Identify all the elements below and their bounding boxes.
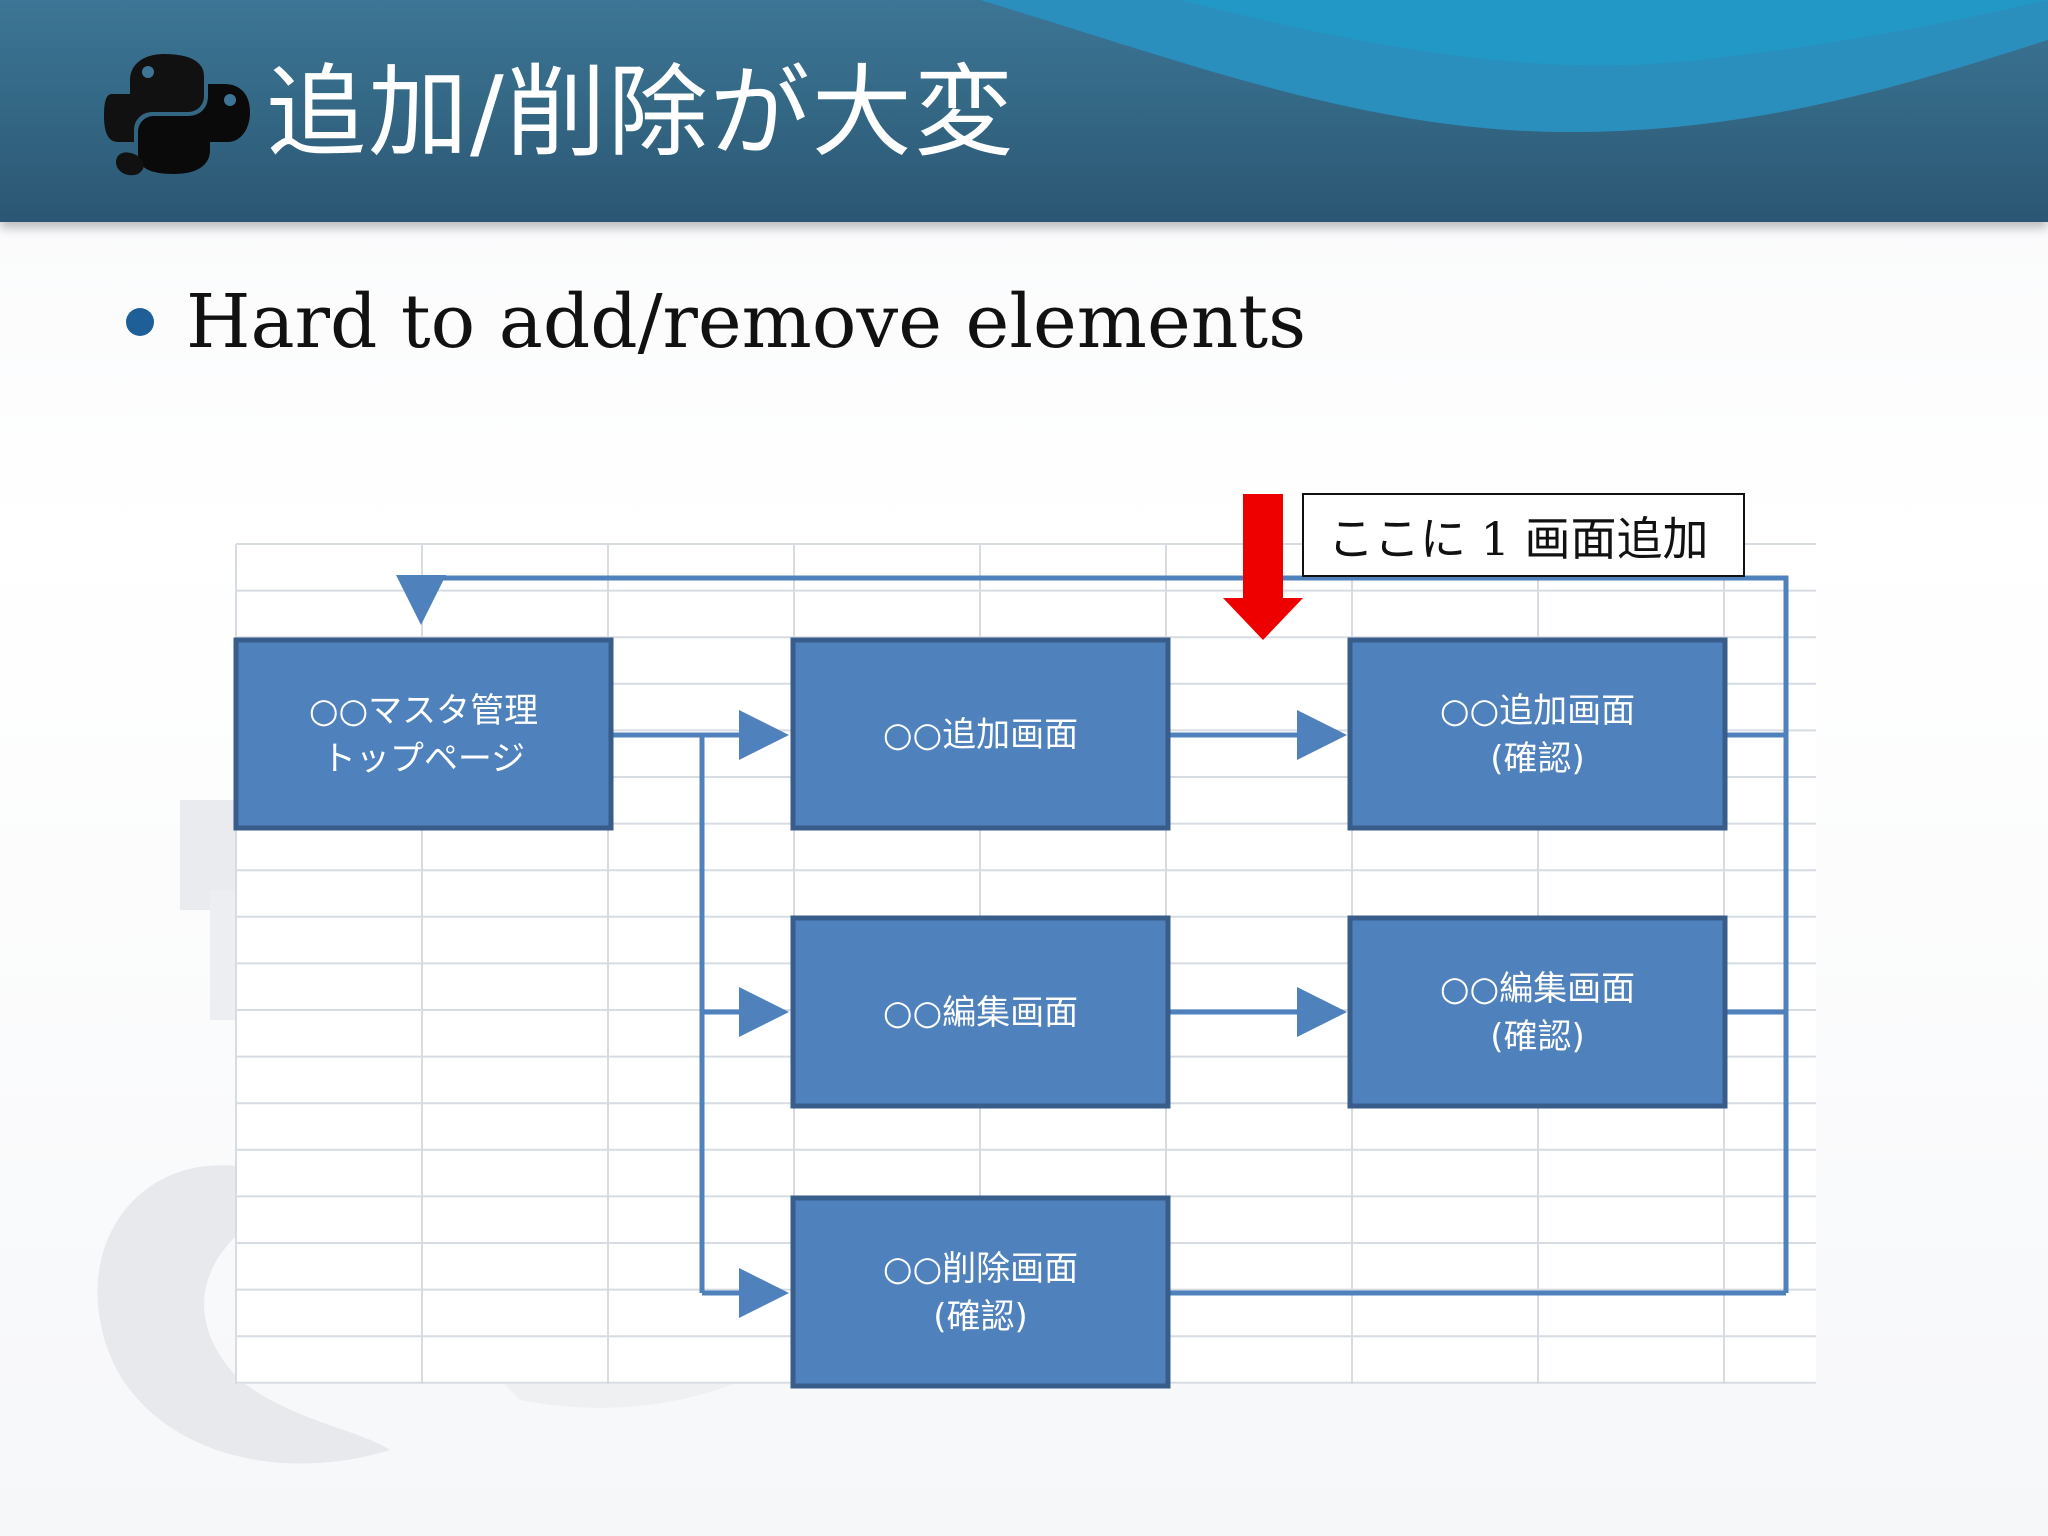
flow-box-shape	[790, 915, 1171, 1109]
flow-box-label: (確認)	[1490, 739, 1585, 779]
flow-box-add-confirm: ○○追加画面 (確認)	[1347, 637, 1728, 831]
bullet-dot-icon	[126, 308, 154, 336]
flow-box-shape	[233, 637, 614, 831]
flow-box-shape	[790, 1195, 1171, 1389]
bullet-text: Hard to add/remove elements	[186, 279, 1307, 365]
flow-box-label: ○○マスタ管理	[309, 691, 538, 731]
connector-return-vertical	[396, 575, 1789, 1293]
flow-box-label: ○○追加画面	[883, 715, 1078, 755]
flow-boxes: ○○マスタ管理トップページ○○追加画面○○追加画面(確認)○○編集画面○○編集画…	[233, 637, 1728, 1389]
callout-text: ここに 1 画面追加	[1328, 512, 1709, 566]
connectors	[396, 575, 1789, 1318]
flow-box-label: ○○編集画面	[1440, 969, 1635, 1009]
flow-box-shape	[790, 637, 1171, 831]
python-logo-icon	[104, 54, 250, 176]
flow-box-delete-confirm: ○○削除画面 (確認)	[790, 1195, 1171, 1389]
bullet-item: Hard to add/remove elements	[126, 272, 1306, 372]
flow-box-label: トップページ	[322, 739, 525, 779]
flow-box-label: ○○追加画面	[1440, 691, 1635, 731]
flow-box-edit-confirm: ○○編集画面 (確認)	[1347, 915, 1728, 1109]
header-wave-decoration	[980, 0, 2048, 133]
red-down-arrow-icon	[1223, 494, 1303, 640]
flow-box-label: (確認)	[933, 1297, 1028, 1337]
flow-box-shape	[1347, 915, 1728, 1109]
flow-box-label: ○○編集画面	[883, 993, 1078, 1033]
insert-callout: ここに 1 画面追加	[1223, 493, 1745, 640]
slide-title: 追加/削除が大変	[266, 54, 1016, 171]
title-bar: 追加/削除が大変	[0, 0, 2048, 222]
flow-box-label: (確認)	[1490, 1017, 1585, 1057]
flow-box-edit: ○○編集画面	[790, 915, 1171, 1109]
flow-box-add: ○○追加画面	[790, 637, 1171, 831]
flow-box-shape	[1347, 637, 1728, 831]
flow-box-label: ○○削除画面	[883, 1249, 1078, 1289]
